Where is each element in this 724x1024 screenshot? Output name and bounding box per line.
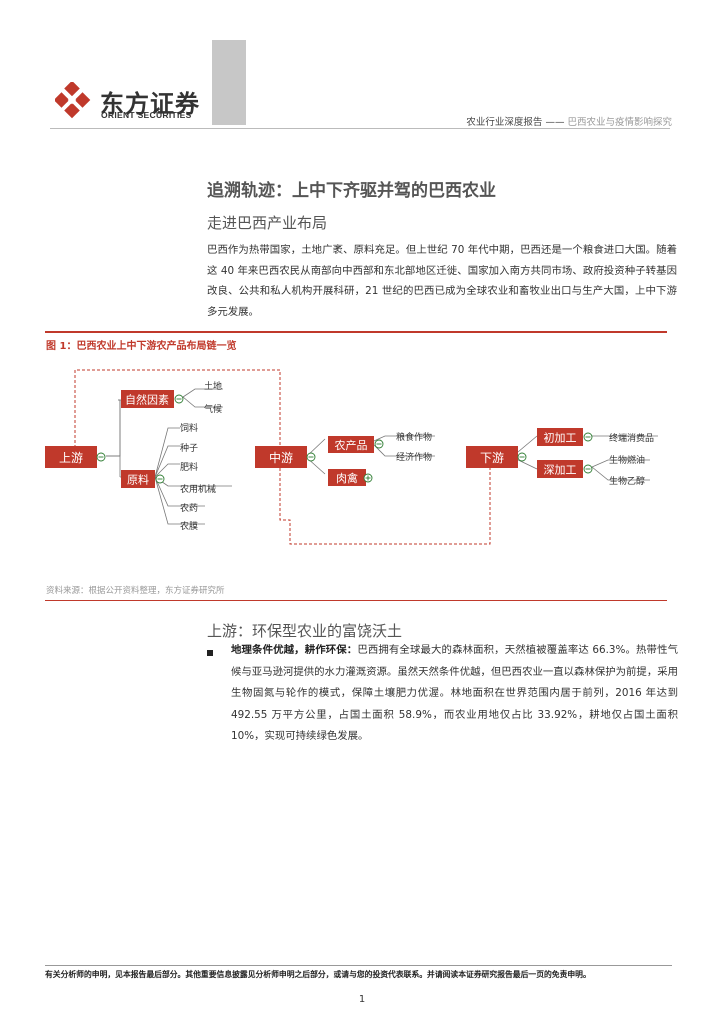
produce-item-cash: 经济作物 <box>396 451 432 463</box>
materials-label: 原料 <box>127 473 149 487</box>
natural-factors-label: 自然因素 <box>125 393 169 407</box>
upstream-subtitle: 上游：环保型农业的富饶沃土 <box>207 622 403 640</box>
upstream-bullet: 地理条件优越，耕作环保：巴西拥有全球最大的森林面积，天然植被覆盖率达 66.3%… <box>231 640 678 748</box>
figure-source: 资料来源：根据公开资料整理，东方证券研究所 <box>46 586 225 596</box>
figure-title: 图 1：巴西农业上中下游农产品布局链一览 <box>46 341 237 352</box>
upstream-node <box>45 446 97 468</box>
figure-top-rule <box>45 331 667 333</box>
midstream-node <box>255 446 307 468</box>
livestock-node <box>328 469 366 486</box>
figure-bottom-rule <box>45 600 667 601</box>
material-item-seed: 种子 <box>180 442 198 454</box>
footer-divider <box>45 965 672 966</box>
bullet-square-icon <box>207 650 213 656</box>
material-item-fertilizer: 肥料 <box>180 461 198 473</box>
deep-processing-node <box>537 460 583 478</box>
upstream-label: 上游 <box>59 451 83 465</box>
value-chain-diagram: 上游 中游 下游 自然因素 原料 土地 气候 饲料 种子 肥料 农用机械 农药 … <box>45 369 658 545</box>
natural-factors-node <box>121 390 174 408</box>
primary-processing-node <box>537 428 583 446</box>
expand-icon <box>363 473 373 483</box>
deep-processing-label: 深加工 <box>544 464 577 477</box>
natural-item-land: 土地 <box>204 380 222 392</box>
header-separator: —— <box>545 117 565 128</box>
report-type: 农业行业深度报告 <box>466 117 543 128</box>
materials-node <box>121 470 155 488</box>
chain-dashed-outline <box>279 448 491 545</box>
natural-item-climate: 气候 <box>204 403 222 415</box>
midstream-label: 中游 <box>269 450 293 465</box>
upstream-dashed-outline <box>74 369 281 448</box>
downstream-node <box>466 446 518 468</box>
produce-item-grain: 粮食作物 <box>396 431 432 443</box>
footer-disclaimer: 有关分析师的申明，见本报告最后部分。其他重要信息披露见分析师申明之后部分，或请与… <box>45 970 591 979</box>
report-header: 农业行业深度报告 —— 巴西农业与疫情影响探究 <box>466 114 672 128</box>
report-title: 巴西农业与疫情影响探究 <box>567 117 672 128</box>
bullet-lead: 地理条件优越，耕作环保： <box>231 644 358 656</box>
primary-processing-label: 初加工 <box>544 431 577 445</box>
logo-english-name: ORIENT SECURITIES <box>101 110 192 120</box>
intro-paragraph: 巴西作为热带国家，土地广袤、原料充足。但上世纪 70 年代中期，巴西还是一个粮食… <box>207 244 677 318</box>
material-item-film: 农膜 <box>180 520 198 532</box>
produce-node <box>328 436 374 453</box>
material-item-pesticide: 农药 <box>180 502 198 514</box>
deep-item-ethanol: 生物乙醇 <box>609 475 645 487</box>
material-item-machinery: 农用机械 <box>180 483 216 495</box>
livestock-label: 肉禽 <box>336 471 358 485</box>
collapse-icon <box>96 394 593 484</box>
page-number: 1 <box>358 994 366 1005</box>
bullet-body: 巴西拥有全球最大的森林面积，天然植被覆盖率达 66.3%。热带性气候与亚马逊河提… <box>231 644 679 742</box>
material-item-feed: 饲料 <box>180 422 198 434</box>
header-gray-tab <box>212 40 246 125</box>
header-divider <box>50 128 670 129</box>
section-title: 追溯轨迹：上中下齐驱并驾的巴西农业 <box>207 181 496 201</box>
deep-item-biofuel: 生物燃油 <box>609 454 645 466</box>
section-subtitle: 走进巴西产业布局 <box>207 214 328 232</box>
orient-logo-icon <box>55 82 91 119</box>
logo-chinese-name: 东方证券 <box>100 90 200 118</box>
produce-label: 农产品 <box>335 438 368 452</box>
primary-item-consumer: 终端消费品 <box>609 432 654 444</box>
downstream-label: 下游 <box>480 451 504 465</box>
company-logo: 东方证券 ORIENT SECURITIES <box>55 82 215 122</box>
